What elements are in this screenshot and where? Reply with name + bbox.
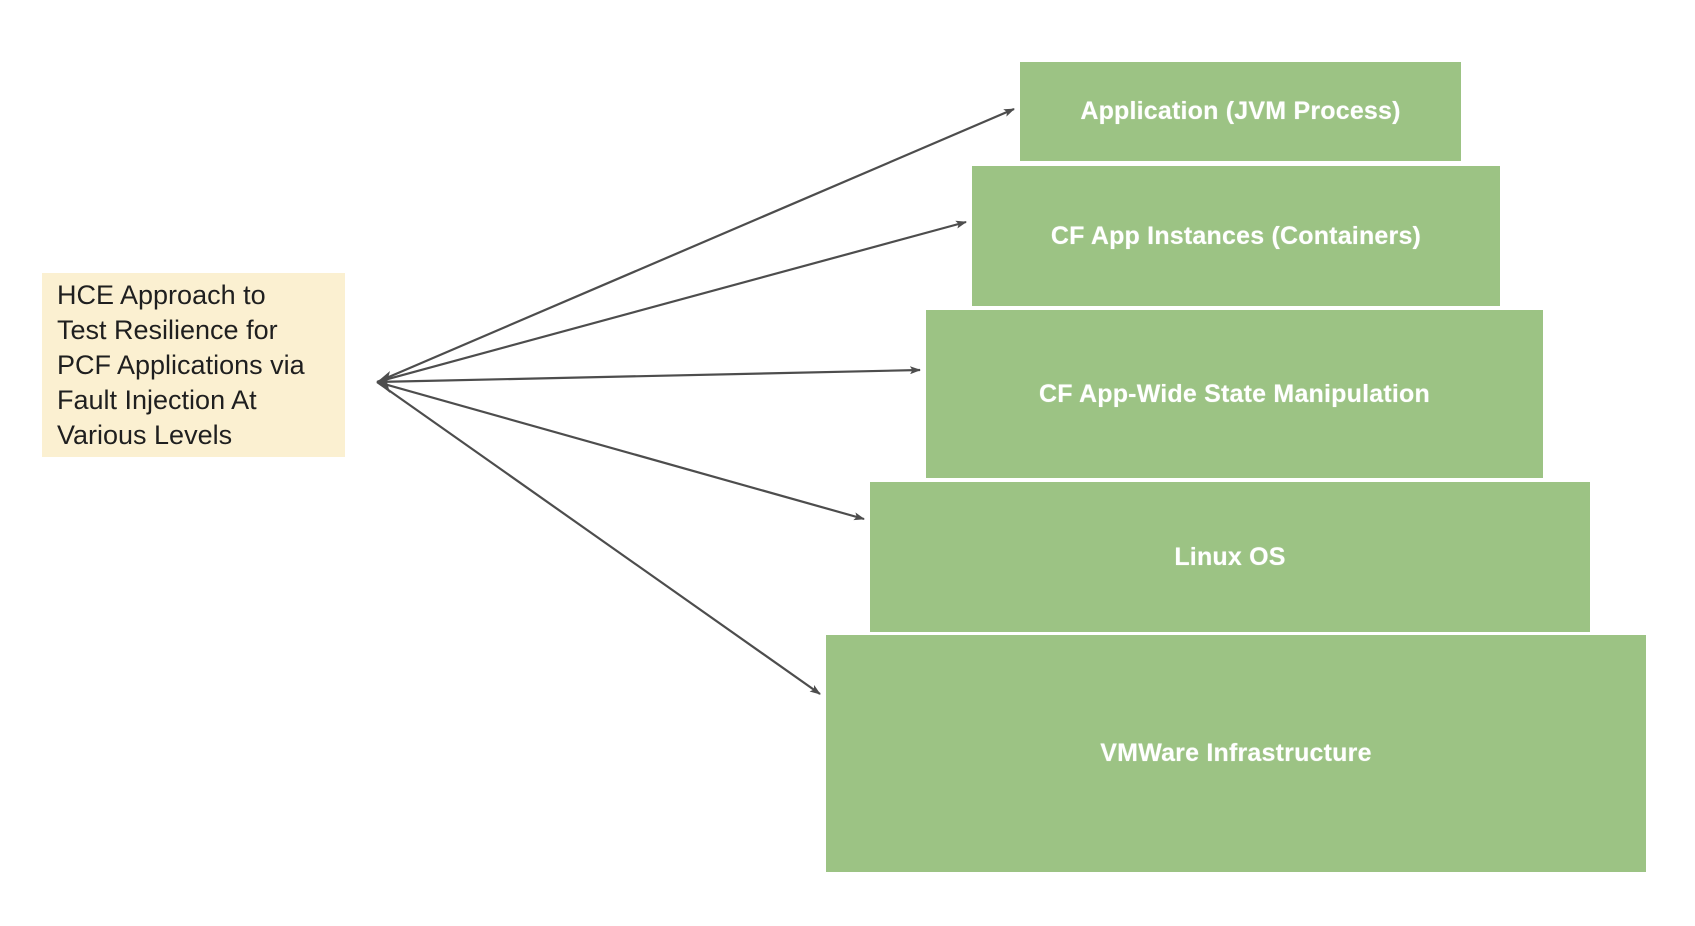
- layer-label-3: Linux OS: [1174, 542, 1286, 571]
- arrow-to-application: [376, 107, 1015, 384]
- arrow-to-linux-os: [376, 380, 865, 521]
- layer-box-3[interactable]: Linux OS: [870, 482, 1590, 632]
- source-note-text: HCE Approach to Test Resilience for PCF …: [57, 279, 305, 450]
- layer-box-4[interactable]: VMWare Infrastructure: [826, 635, 1646, 872]
- hub-arrowhead-icon: [377, 371, 390, 393]
- layer-box-2[interactable]: CF App-Wide State Manipulation: [926, 310, 1543, 478]
- layer-label-2: CF App-Wide State Manipulation: [1039, 379, 1430, 408]
- arrow-hub-marker: [377, 371, 390, 393]
- layer-label-1: CF App Instances (Containers): [1050, 221, 1422, 250]
- layer-label-4: VMWare Infrastructure: [1100, 739, 1372, 767]
- arrow-to-vmware: [376, 381, 821, 695]
- layer-label-0: Application (JVM Process): [1080, 97, 1401, 125]
- layer-box-1[interactable]: CF App Instances (Containers): [972, 166, 1500, 306]
- arrow-to-cf-state: [376, 366, 921, 384]
- source-note-box[interactable]: HCE Approach to Test Resilience for PCF …: [42, 273, 345, 457]
- arrow-to-cf-instances: [376, 220, 967, 384]
- layer-box-0[interactable]: Application (JVM Process): [1020, 62, 1461, 161]
